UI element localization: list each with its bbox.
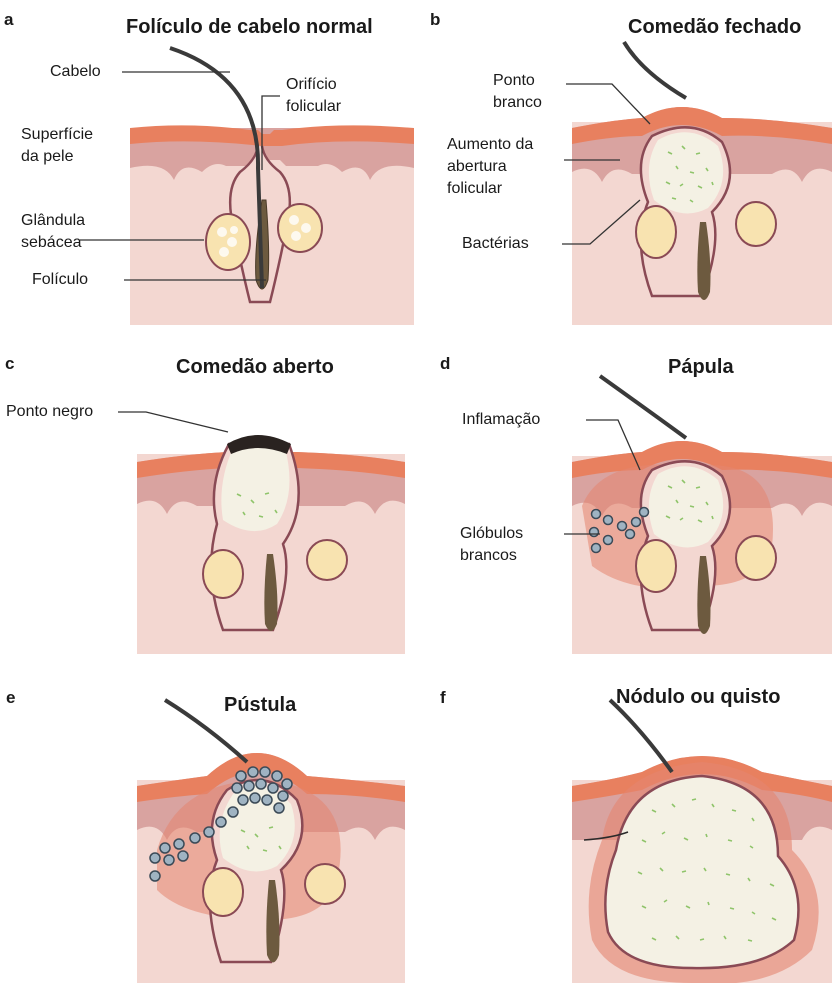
label-white-blood-cells: Glóbulos brancos bbox=[460, 523, 523, 567]
panel-letter: e bbox=[6, 688, 15, 708]
skin-diagram-pustule bbox=[137, 700, 405, 983]
skin-diagram-nodule-cyst bbox=[572, 700, 832, 983]
panel-letter: f bbox=[440, 688, 446, 708]
label-inflammation: Inflamação bbox=[462, 409, 540, 431]
